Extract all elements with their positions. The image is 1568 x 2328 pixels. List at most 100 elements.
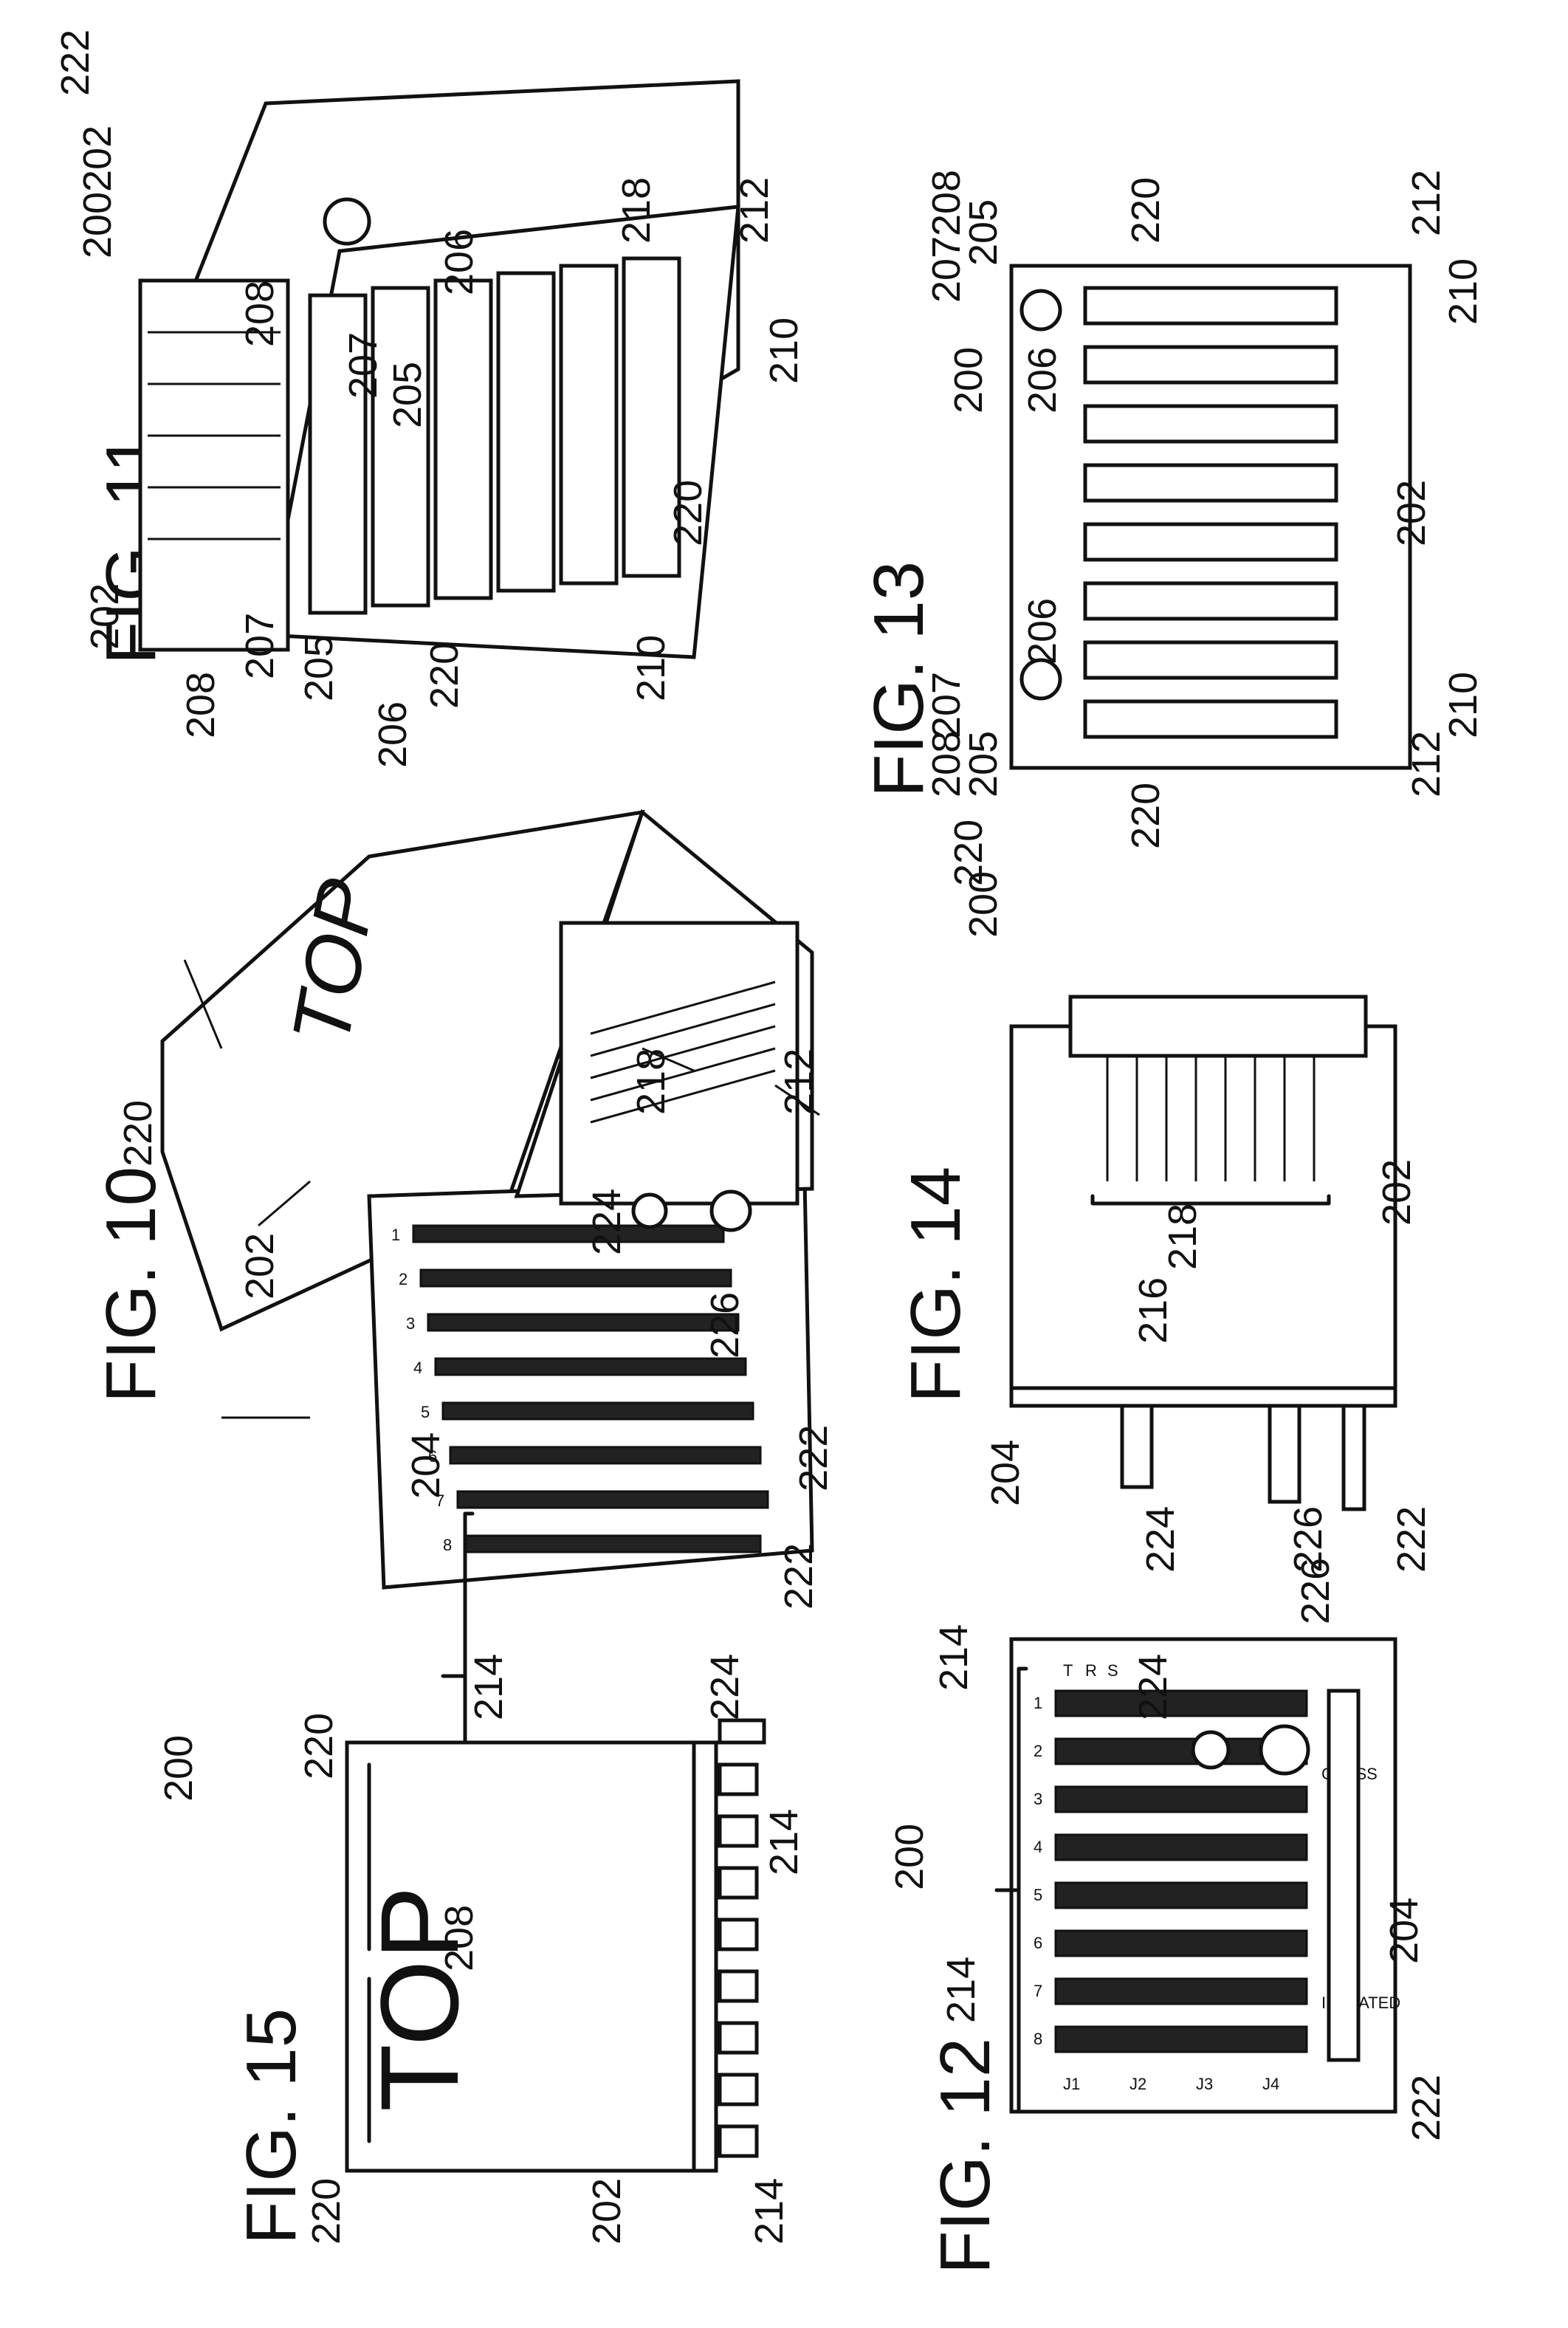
fig-12-terminal-224 xyxy=(1191,1730,1231,1770)
fig-12-jack-row xyxy=(1054,1689,1308,1717)
fig-13-hole-205b xyxy=(1019,289,1062,332)
fig-12-ref-226: 226 xyxy=(1293,1558,1338,1624)
fig-12-ref-224: 224 xyxy=(1131,1654,1175,1720)
fig-12-ref-214-top: 214 xyxy=(932,1624,976,1691)
fig-11-ref-222: 222 xyxy=(53,30,97,96)
fig-13-ref-208-a: 208 xyxy=(924,170,969,236)
fig-15-terminal xyxy=(718,2021,759,2055)
fig-10-terminal-226 xyxy=(709,1189,752,1232)
fig-11-rear-frame xyxy=(138,278,290,652)
fig-10-ref-214: 214 xyxy=(467,1654,511,1720)
fig-11-ref-210-b: 210 xyxy=(762,317,806,384)
fig-14-ref-204: 204 xyxy=(983,1440,1028,1506)
fig-15-top-panel xyxy=(345,1740,711,2173)
fig-12-row-number: 1 xyxy=(1034,1694,1042,1712)
fig-15-terminal xyxy=(718,1814,759,1848)
fig-15-front-edge xyxy=(692,1740,718,2173)
fig-13-connector xyxy=(1083,345,1338,385)
fig-10-terminal-224 xyxy=(631,1192,668,1229)
fig-12-row-number: 8 xyxy=(1034,2030,1042,2048)
fig-13-ref-205-b: 205 xyxy=(961,731,1005,797)
fig-11-ref-208-a: 208 xyxy=(179,672,223,738)
fig-10-row-number: 4 xyxy=(413,1359,422,1377)
fig-11-ref-205-b: 205 xyxy=(385,362,430,428)
fig-12-jack-row xyxy=(1054,1881,1308,1909)
fig-10-pins xyxy=(590,981,776,1124)
fig-15-ref-220-a: 220 xyxy=(297,1713,341,1779)
fig-13-hole-205 xyxy=(1019,658,1062,701)
fig-10-row-number: 3 xyxy=(406,1314,415,1333)
fig-14-ref-226: 226 xyxy=(1286,1506,1330,1573)
fig-10-ref-224: 224 xyxy=(585,1189,629,1255)
fig-10-jack-row xyxy=(456,1490,769,1509)
fig-11-ref-205-a: 205 xyxy=(297,635,341,701)
fig-13-ref-220-a: 220 xyxy=(1124,177,1168,244)
fig-11-ref-202-b: 202 xyxy=(75,126,120,192)
fig-13-connector xyxy=(1083,581,1338,621)
fig-15: FIG. 15 TOP 200 220 208 220 202 214 214 … xyxy=(157,1654,806,2245)
fig-13-ref-212-a: 212 xyxy=(1404,170,1448,236)
fig-14-post-222 xyxy=(1341,1404,1366,1511)
fig-13-panel xyxy=(1009,264,1412,770)
fig-14-ref-222: 222 xyxy=(1389,1506,1434,1573)
fig-12-row-number: 5 xyxy=(1034,1886,1042,1904)
fig-10-ref-212: 212 xyxy=(777,1048,821,1115)
fig-15-ref-202: 202 xyxy=(585,2178,629,2245)
fig-15-terminal xyxy=(718,1969,759,2003)
fig-13-ref-205-a: 205 xyxy=(961,199,1005,266)
fig-10-jack-rows xyxy=(412,1224,769,1553)
fig-11-connector xyxy=(559,264,619,586)
fig-10-ref-222-b: 222 xyxy=(777,1543,821,1610)
fig-11-ref-207-b: 207 xyxy=(341,332,385,399)
fig-12-jack-row xyxy=(1054,1977,1308,2005)
fig-15-terminal xyxy=(718,1762,759,1796)
fig-15-terminal xyxy=(718,1917,759,1951)
fig-10-row-number: 7 xyxy=(436,1491,444,1510)
fig-12-col-s: S xyxy=(1107,1661,1118,1680)
fig-15-label: FIG. 15 xyxy=(232,2008,311,2245)
fig-14: FIG. 14 200 220 218 216 202 204 224 226 … xyxy=(896,820,1434,1573)
fig-13-ref-208-b: 208 xyxy=(924,731,969,797)
fig-12-row-number: 2 xyxy=(1034,1742,1042,1760)
fig-14-bracket-218 xyxy=(1090,1194,1331,1206)
fig-10-row-numbers: 1 2 3 4 5 6 7 8 xyxy=(391,1226,452,1554)
fig-13-ref-207-a: 207 xyxy=(924,236,969,303)
fig-12-col-r: R xyxy=(1085,1661,1097,1680)
fig-12-ref-204: 204 xyxy=(1382,1898,1426,1964)
fig-12-jack-label: J4 xyxy=(1262,2075,1279,2093)
fig-12-row-number: 6 xyxy=(1034,1934,1042,1952)
fig-10-jack-row xyxy=(434,1357,747,1376)
fig-13-ref-202: 202 xyxy=(1389,480,1434,546)
fig-14-pins-218 xyxy=(1106,1056,1316,1181)
fig-13-ref-207-b: 207 xyxy=(924,672,969,738)
fig-11-ref-202-a: 202 xyxy=(83,583,127,650)
fig-10-ref-218: 218 xyxy=(629,1048,673,1115)
fig-11-ref-212: 212 xyxy=(732,177,777,244)
fig-13-ref-212-b: 212 xyxy=(1404,731,1448,797)
fig-11-ref-208-b: 208 xyxy=(238,281,282,347)
fig-10-row-number: 5 xyxy=(421,1403,430,1421)
fig-14-ref-200: 200 xyxy=(961,871,1005,938)
fig-10-row-number: 1 xyxy=(391,1226,400,1244)
fig-12-jack-row xyxy=(1054,1785,1308,1813)
fig-12-jack-label: J1 xyxy=(1063,2075,1080,2093)
fig-10-jack-row xyxy=(464,1534,762,1553)
fig-12-row-number: 3 xyxy=(1034,1790,1042,1808)
fig-14-connector-220 xyxy=(1068,995,1368,1058)
fig-13-connectors xyxy=(1083,286,1338,739)
fig-14-ref-218: 218 xyxy=(1160,1204,1205,1270)
fig-14-ref-220: 220 xyxy=(946,820,991,886)
fig-13-connector xyxy=(1083,699,1338,739)
fig-11-ref-210-a: 210 xyxy=(629,635,673,701)
fig-10-ref-222-a: 222 xyxy=(791,1425,836,1491)
fig-10-ref-204: 204 xyxy=(404,1432,448,1499)
fig-13-ref-210-a: 210 xyxy=(1441,258,1485,325)
fig-13-connector xyxy=(1083,522,1338,562)
fig-13-connector xyxy=(1083,640,1338,680)
fig-15-ref-224: 224 xyxy=(703,1654,747,1720)
fig-12-row-number: 7 xyxy=(1034,1982,1042,2000)
fig-11-hole-205b xyxy=(323,197,371,246)
fig-12-terminal-226 xyxy=(1259,1724,1310,1776)
fig-12-ref-214-bottom: 214 xyxy=(939,1957,983,2023)
fig-12-column-labels: T R S xyxy=(1063,1661,1118,1680)
